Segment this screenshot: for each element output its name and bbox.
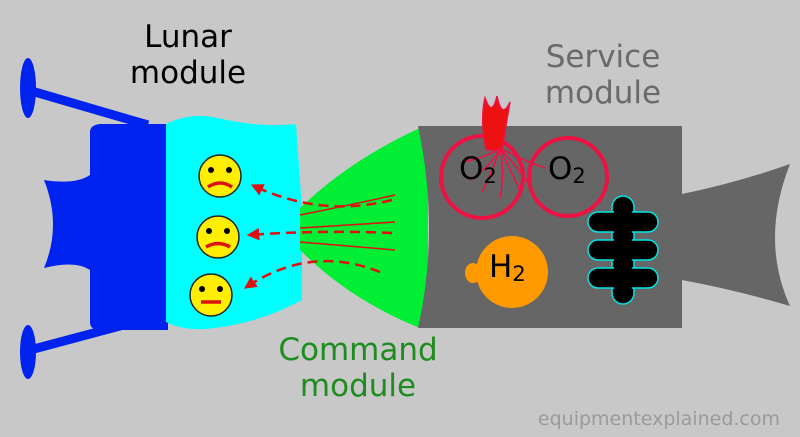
- oxygen-2-subscript: 2: [572, 164, 586, 188]
- eye-icon: [226, 167, 232, 173]
- sad-face-icon: [198, 154, 242, 198]
- command-module-label: Command module: [258, 332, 458, 404]
- airflow-arrow-middle: [246, 227, 393, 241]
- sad-face-icon: [189, 273, 233, 317]
- hydrogen-tank-valve: [465, 263, 481, 283]
- airflow-arrow-bottom: [243, 259, 381, 290]
- astronaut-1: [198, 154, 242, 198]
- eye-icon: [206, 228, 212, 234]
- service-module-label: Service module: [528, 39, 678, 111]
- command-module-label-text: Command module: [278, 332, 438, 404]
- lunar-module: [20, 58, 302, 379]
- hydrogen-subscript: 2: [512, 262, 526, 286]
- hydrogen-tank-label: H2: [489, 249, 526, 286]
- eye-icon: [208, 167, 214, 173]
- lunar-module-label-text: Lunar module: [129, 19, 247, 91]
- oxygen-2-element: O: [548, 151, 573, 187]
- oxygen-tank-1: [439, 134, 525, 220]
- eye-icon: [199, 286, 205, 292]
- airflow-lines: [299, 194, 396, 251]
- descent-engine-nozzle: [44, 175, 90, 270]
- upper-landing-pad: [20, 58, 36, 118]
- sad-face-icon: [196, 215, 240, 259]
- hydrogen-tank: [465, 236, 548, 308]
- airflow-arrows: [243, 183, 393, 290]
- hydrogen-tank-body: [476, 236, 548, 308]
- frown-icon: [205, 241, 231, 249]
- astronaut-2: [196, 215, 240, 259]
- oxygen-tank-2-label: O2: [548, 151, 586, 188]
- airflow-arrow-top: [250, 183, 393, 208]
- oxygen-1-subscript: 2: [483, 164, 497, 188]
- oxygen-tank-2-outline: [527, 136, 609, 218]
- command-module: [300, 128, 428, 328]
- oxygen-1-element: O: [459, 151, 484, 187]
- watermark: equipmentexplained.com: [537, 408, 780, 430]
- service-module-label-text: Service module: [544, 39, 662, 111]
- oxygen-tank-2: [527, 136, 609, 218]
- hydrogen-element: H: [489, 249, 513, 285]
- oxygen-tank-1-label: O2: [459, 151, 497, 188]
- upper-landing-strut: [26, 85, 150, 130]
- explosion-icon: [461, 95, 546, 199]
- oxygen-tank-1-outline: [439, 134, 525, 220]
- lower-landing-pad: [20, 325, 36, 379]
- eye-icon: [224, 228, 230, 234]
- astronaut-3: [189, 273, 233, 317]
- lunar-module-body: [90, 124, 168, 330]
- fuel-cell-icon: [587, 195, 659, 305]
- eye-icon: [217, 286, 223, 292]
- frown-icon: [207, 181, 233, 189]
- lunar-module-label: Lunar module: [118, 19, 258, 91]
